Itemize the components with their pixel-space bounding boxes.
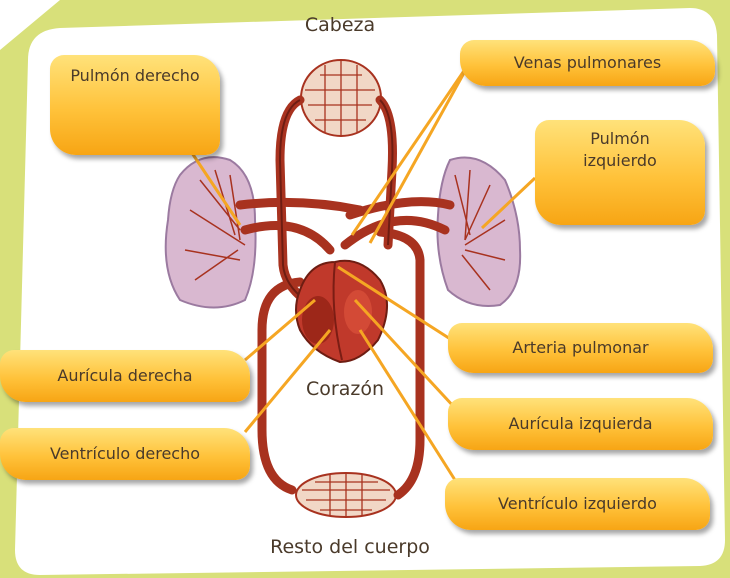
label-cabeza: Cabeza — [304, 14, 376, 36]
leader-pulmon-izquierdo — [480, 176, 537, 230]
label-corazon: Corazón — [306, 378, 384, 400]
leader-venas-pulmonares-1 — [350, 61, 472, 236]
label-pulmon-izquierdo: Pulmón izquierdo — [535, 120, 705, 225]
label-ventriculo-derecho: Ventrículo derecho — [0, 428, 250, 480]
leader-ventriculo-derecho — [243, 329, 332, 433]
label-arteria-pulmonar: Arteria pulmonar — [448, 323, 713, 373]
label-ventriculo-izquierdo: Ventrículo izquierdo — [445, 478, 710, 530]
label-pulmon-derecho: Pulmón derecho — [50, 55, 220, 155]
label-auricula-derecha: Aurícula derecha — [0, 350, 250, 402]
left-lung — [436, 156, 522, 307]
leader-auricula-izquierda — [353, 298, 457, 410]
label-resto-cuerpo: Resto del cuerpo — [270, 536, 430, 558]
right-lung — [164, 156, 257, 309]
leader-auricula-derecha — [244, 298, 316, 362]
label-auricula-izquierda: Aurícula izquierda — [448, 398, 713, 450]
head-capillaries — [300, 59, 382, 137]
leader-arteria-pulmonar — [337, 265, 456, 344]
leader-venas-pulmonares-2 — [368, 61, 472, 244]
label-venas-pulmonares: Venas pulmonares — [460, 40, 715, 86]
leader-ventriculo-izquierdo — [358, 329, 457, 481]
leader-pulmon-derecho — [188, 149, 242, 226]
vessel-outlines — [278, 99, 394, 301]
body-capillaries — [295, 472, 397, 518]
leader-lines — [188, 61, 537, 481]
